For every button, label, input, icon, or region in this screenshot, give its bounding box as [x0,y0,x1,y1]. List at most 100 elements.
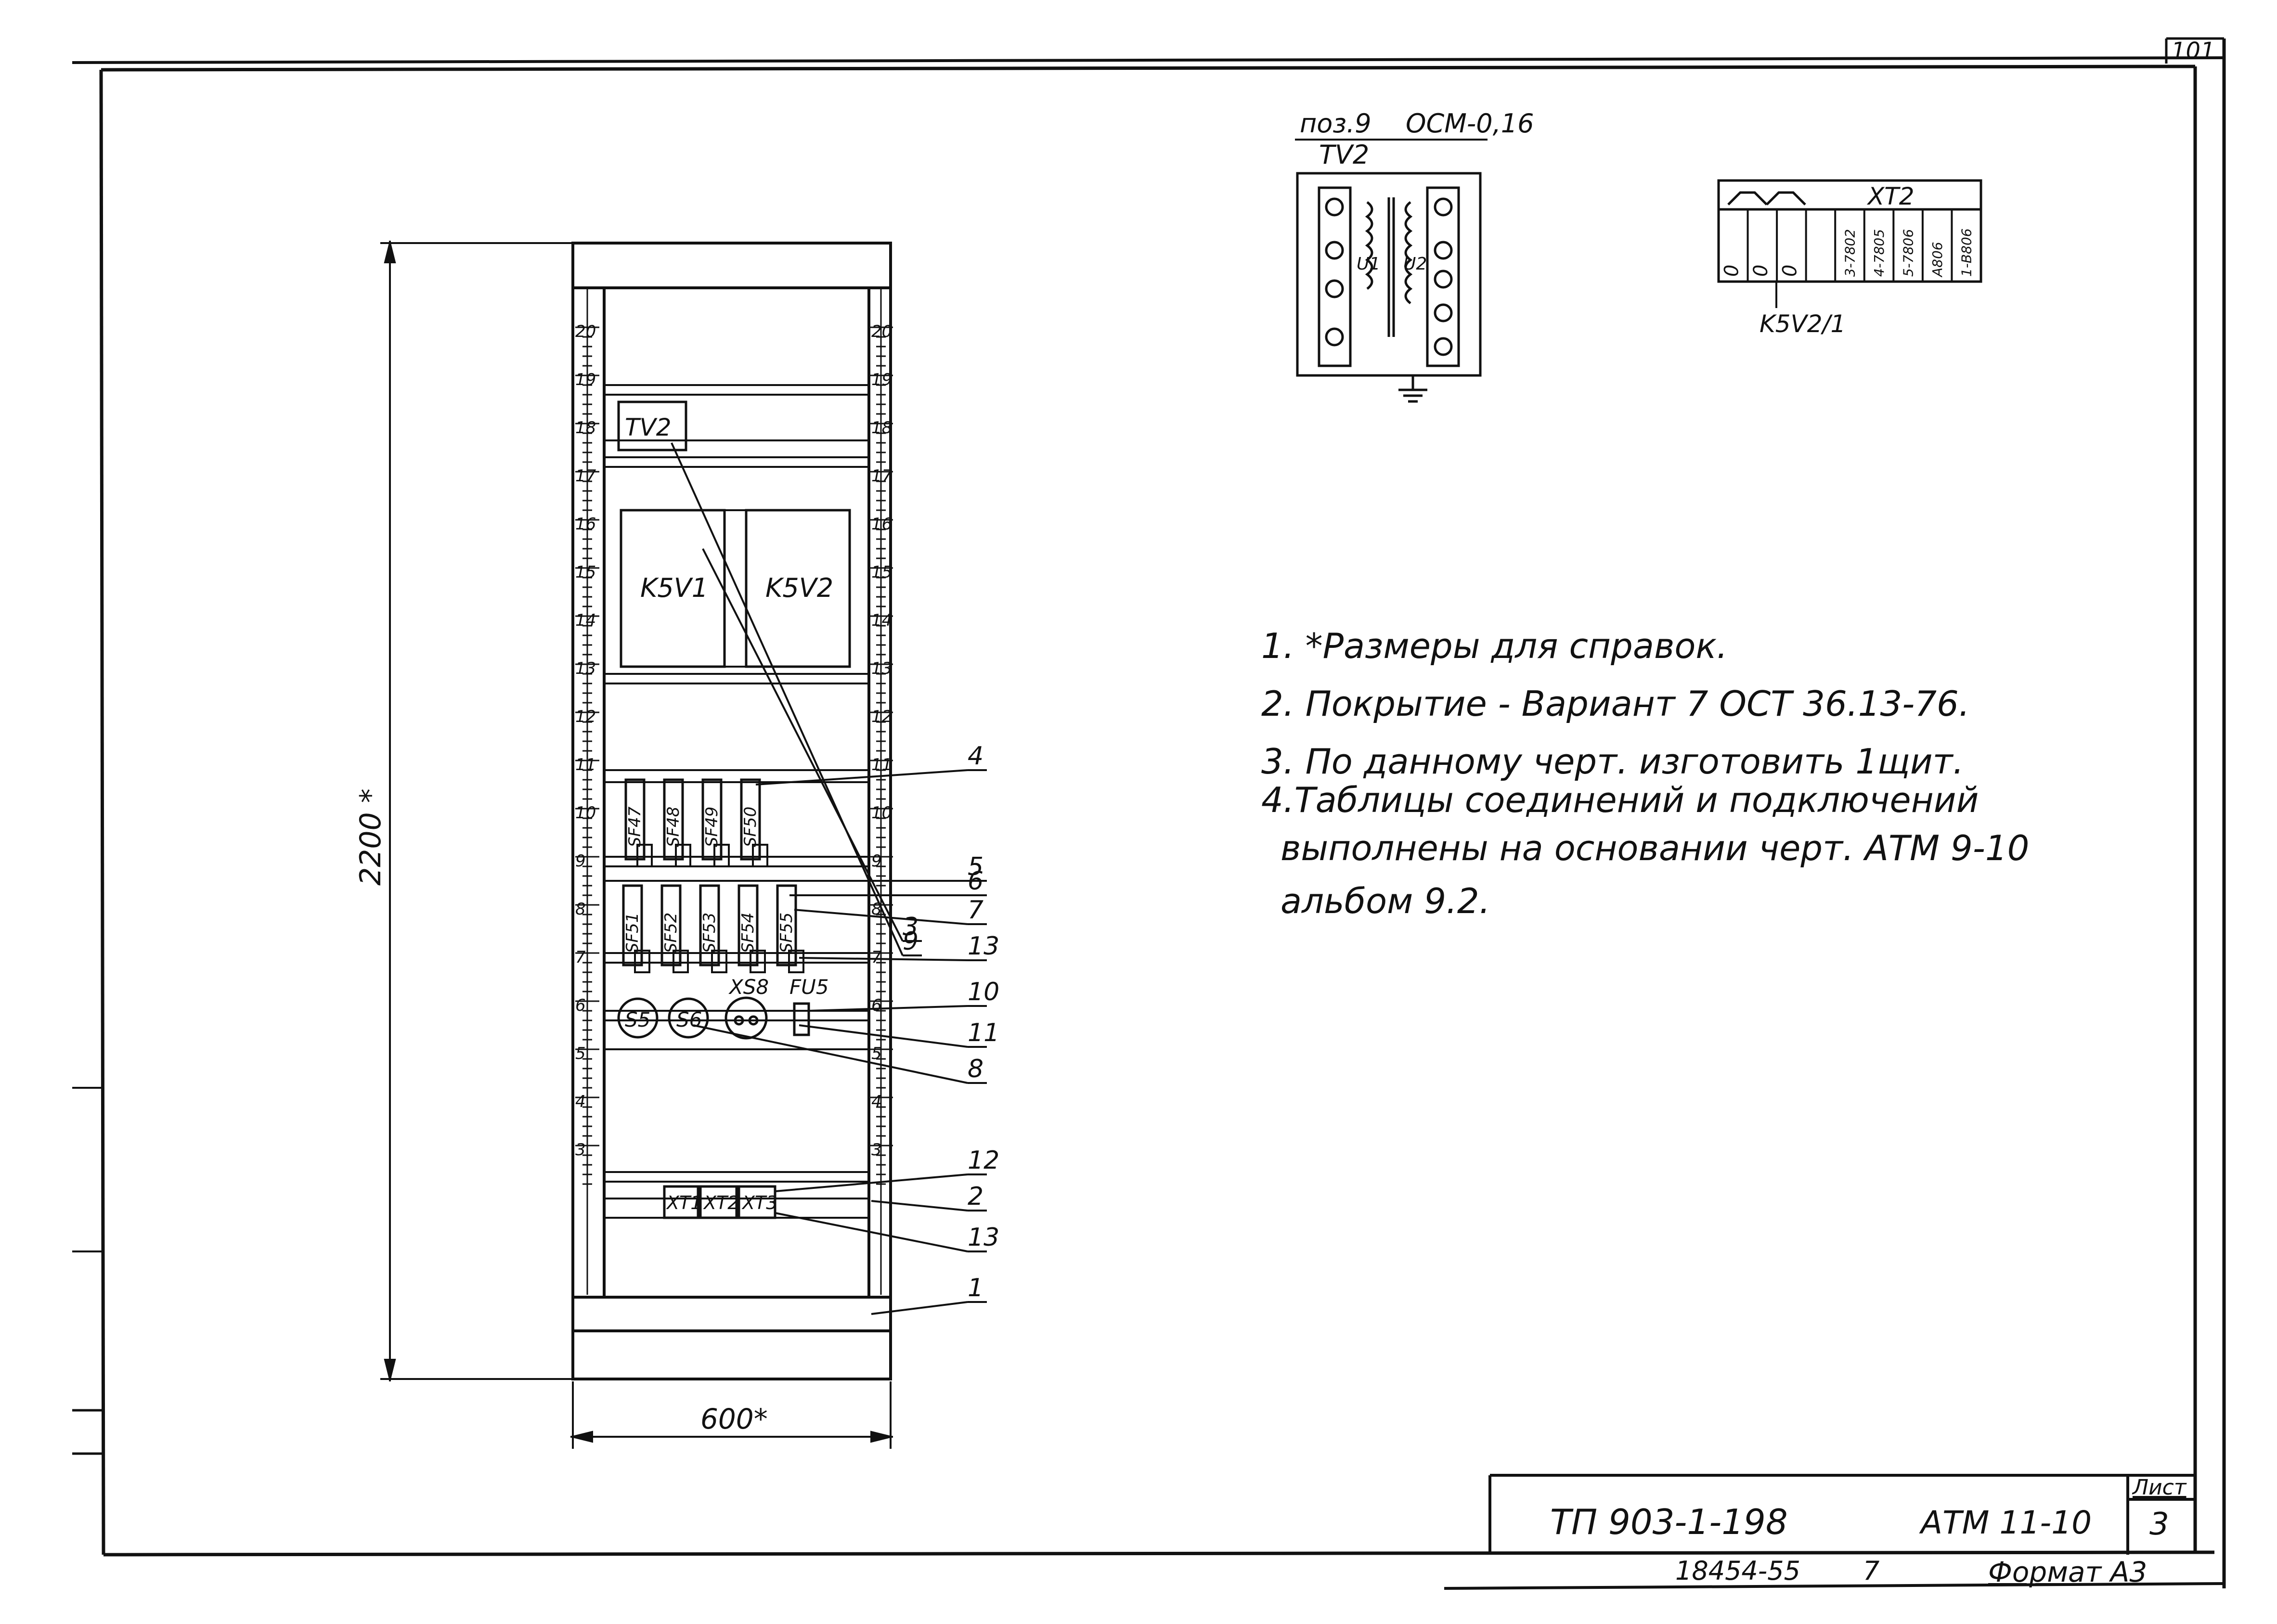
callout-number: 4 [968,742,983,771]
label-s5: S5 [625,1008,650,1031]
scale-label: 18 [871,418,892,438]
callout-leader [755,769,968,786]
scale-label: 18 [575,418,596,438]
scale-label: 7 [871,948,882,967]
label-xt1: XT1 [666,1192,702,1213]
device-tv2 [617,400,687,451]
drawing-code: АТМ 11-10 [1921,1504,2092,1541]
transformer-u1: U1 [1357,254,1380,274]
scale-label: 11 [871,755,892,774]
transformer-designation: TV2 [1319,140,1369,170]
scale-label: 14 [575,611,596,630]
callout-leader [671,442,904,956]
control-row [617,996,810,1040]
note-1: 1. *Размеры для справок. [1261,626,1728,666]
corner-sheet-number: 101 [2171,38,2215,64]
terminal-block-xt2 [1717,179,1982,283]
breaker-terminal [636,844,653,867]
note-4-cont2: альбом 9.2. [1281,881,1490,921]
scale-label: 6 [575,996,586,1015]
scale-label: 16 [575,515,596,534]
callout-leader [794,909,968,925]
note-2: 2. Покрытие - Вариант 7 ОСТ 36.13-76. [1261,683,1970,724]
scale-label: 15 [871,563,892,582]
scale-label: 9 [871,851,882,871]
scale-label: 6 [871,996,882,1015]
scale-label: 3 [575,1140,586,1160]
breaker-terminal [675,844,691,867]
callout-number: 6 [968,867,983,896]
scale-label: 12 [871,707,892,726]
breaker [699,884,720,967]
callout-leader [871,1301,968,1315]
note-4-cont: выполнены на основании черт. АТМ 9-10 [1281,828,2030,868]
scale-label: 5 [575,1044,586,1063]
inventory-number: 18454-55 [1675,1556,1800,1586]
callout-leader [808,1005,968,1012]
callout-number: 10 [968,978,999,1006]
scale-label: 20 [871,322,892,341]
label-xt3: XT3 [741,1192,777,1213]
scale-label: 7 [575,948,586,967]
callout-leader [799,957,968,961]
breaker [776,884,797,967]
scale-label: 4 [575,1092,586,1111]
label-k5v1: K5V1 [640,573,708,603]
breaker-terminal [752,844,768,867]
breaker-terminal [711,950,727,973]
switch-s6 [668,997,709,1039]
scale-label: 5 [871,1044,882,1063]
label-xs8: XS8 [728,975,769,999]
scale-label: 14 [871,611,892,630]
terminal-cell: 0 [1750,265,1772,277]
callout-number: 2 [968,1182,983,1211]
breaker-terminal [788,950,804,973]
sheet-label: Лист [2133,1475,2186,1500]
scale-label: 4 [871,1092,882,1111]
breaker-terminal [673,950,689,973]
breaker-terminal [634,950,650,973]
breaker-label: SF52 [661,913,681,953]
note-3: 3. По данному черт. изготовить 1щит. [1261,741,1964,782]
callout-leader [871,1200,968,1212]
breaker [622,884,643,967]
label-xt2: XT2 [703,1192,739,1213]
label-k5v2: K5V2 [765,573,833,603]
callout-leader [702,548,904,941]
terminal-cell: 1-B806 [1959,228,1975,277]
terminal-block-label: K5V2/1 [1760,310,1846,338]
transformer-diagram [1296,172,1482,403]
scale-label: 19 [575,370,596,389]
callout-number: 13 [968,932,999,961]
scale-label: 8 [575,900,586,919]
terminal-cell: 0 [1721,265,1743,277]
transformer-model: ОСМ-0,16 [1406,108,1534,139]
scale-label: 20 [575,322,596,341]
breaker-label: SF53 [700,913,719,953]
switch-s5 [617,997,659,1039]
scale-label: 13 [575,659,596,678]
terminal-cell: 4-7805 [1871,229,1887,277]
breaker-label: SF48 [664,807,683,847]
scale-label: 19 [871,370,892,389]
fuse-fu5 [793,1002,810,1036]
breaker-label: SF50 [741,807,760,847]
project-code: ТП 903-1-198 [1550,1502,1788,1542]
breaker-terminal [713,844,730,867]
scale-label: 16 [871,515,892,534]
callout-number: 11 [968,1018,999,1047]
scale-label: 17 [575,466,596,486]
terminal-strip [663,1185,776,1219]
callout-number: 12 [968,1146,999,1175]
breaker [737,884,759,967]
scale-label: 13 [871,659,892,678]
scale-label: 10 [575,803,596,823]
label-tv2: TV2 [625,413,672,441]
scale-label: 3 [871,1140,882,1160]
breaker [740,778,761,861]
